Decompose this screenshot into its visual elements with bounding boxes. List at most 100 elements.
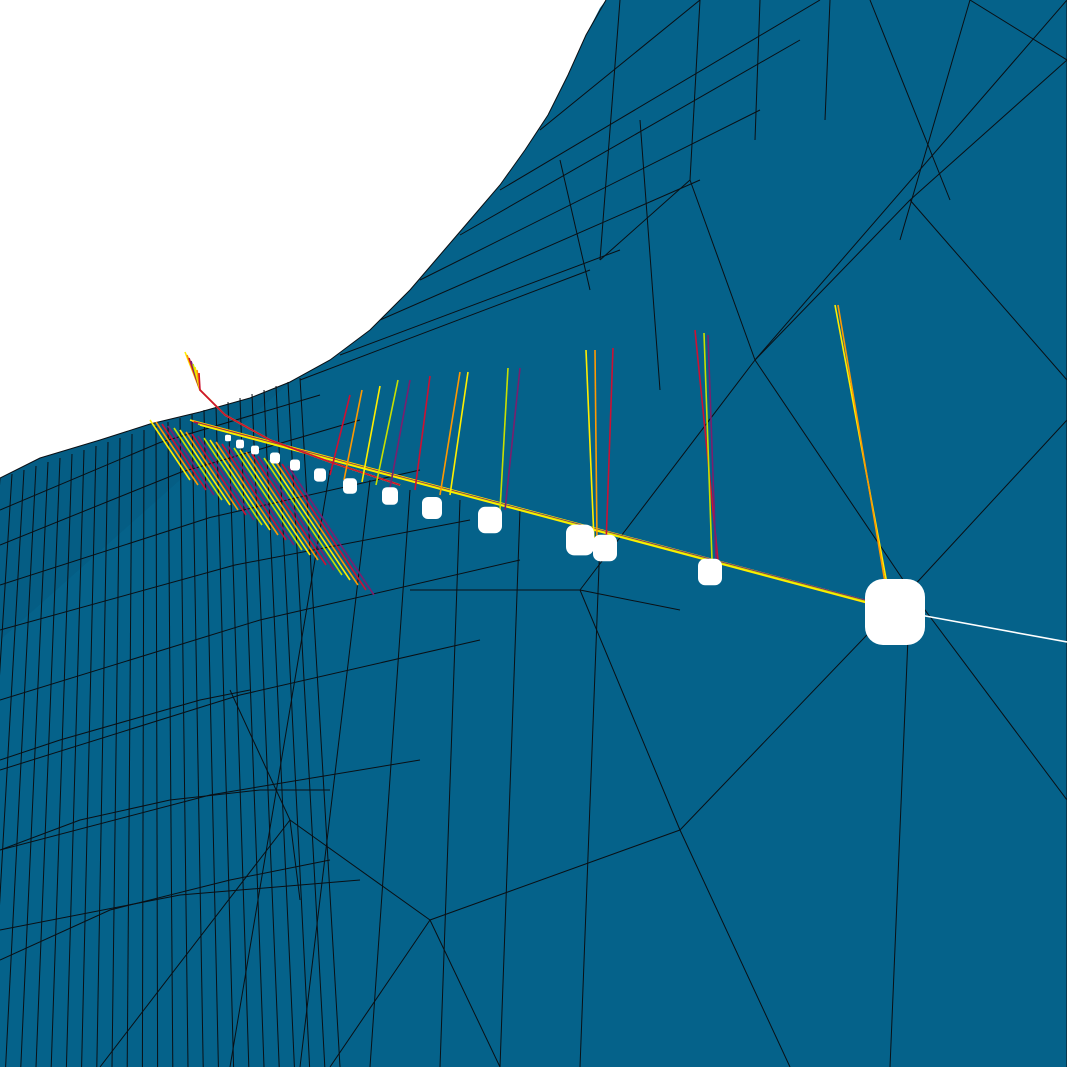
ray (287, 465, 375, 596)
ray (167, 425, 215, 496)
ray (179, 429, 231, 506)
ray (343, 389, 363, 481)
ray (197, 435, 255, 521)
ray (227, 445, 295, 546)
mesh-edge (689, 179, 756, 361)
hit-marker (314, 468, 326, 482)
ray (198, 372, 401, 486)
ray (239, 449, 311, 556)
ray (837, 304, 889, 601)
mesh-edge (141, 429, 145, 1067)
ray (155, 421, 199, 486)
mesh-edge (0, 559, 521, 701)
mesh-edge (126, 433, 133, 1067)
mesh-edge (579, 539, 601, 1067)
mesh-edge (111, 437, 121, 1067)
mesh-edge (909, 59, 1067, 201)
mesh-edge (599, 179, 691, 261)
mesh-edge (429, 829, 681, 921)
mesh-edge (263, 389, 295, 1067)
mesh-edge (251, 393, 280, 1067)
mesh-edge (0, 879, 361, 931)
hit-marker (251, 445, 259, 455)
ray (389, 379, 411, 489)
mesh-edge (229, 469, 331, 1067)
mesh-edge (0, 419, 361, 546)
mesh-edge (0, 689, 251, 761)
mesh-edge (99, 819, 291, 1067)
mesh-edge (0, 859, 331, 961)
ray (191, 433, 247, 516)
mesh-edge (20, 461, 49, 1067)
probe-line (919, 614, 1067, 643)
ray (449, 371, 469, 496)
hit-marker (478, 506, 502, 534)
mesh-edge (329, 919, 431, 1067)
ray-bundle (149, 304, 891, 606)
mesh-edge (599, 0, 621, 261)
mesh-edge (969, 0, 1067, 61)
hit-marker (566, 524, 594, 556)
ray (414, 375, 431, 491)
ray (504, 367, 521, 511)
mesh-edge (179, 417, 189, 1067)
ray (361, 385, 381, 483)
ray (594, 349, 598, 541)
ray (269, 459, 351, 581)
mesh-edge (639, 119, 661, 391)
ray (209, 439, 271, 531)
mesh-edge (35, 457, 61, 1067)
hit-marker (382, 487, 398, 505)
ray (203, 437, 263, 526)
ray (439, 371, 461, 496)
ray (703, 332, 713, 561)
mesh-edge (889, 589, 911, 1067)
hit-marker (865, 579, 925, 645)
ray (221, 443, 287, 541)
mesh-edge (96, 441, 109, 1067)
mesh-edge (679, 829, 791, 1067)
ray (329, 394, 351, 476)
mesh-edge (0, 639, 481, 771)
mesh-edge (429, 919, 501, 1067)
mesh-edge (0, 473, 13, 676)
mesh-edge (155, 425, 159, 1067)
ray (707, 334, 717, 561)
mesh-edge (339, 249, 621, 356)
mesh-edge (0, 789, 330, 851)
mesh-edge (754, 199, 911, 361)
ray (257, 455, 335, 571)
mesh-edge (899, 0, 971, 241)
mesh-edge (0, 0, 607, 479)
ray (185, 431, 239, 511)
ray (251, 453, 327, 566)
mesh-edge (5, 465, 37, 1067)
mesh-edge (754, 359, 911, 591)
mesh-edge (167, 421, 174, 1067)
ray (585, 349, 595, 541)
mesh-edge (215, 405, 235, 1067)
mesh-edge (369, 489, 411, 1067)
mesh-edge (539, 0, 701, 131)
mesh-edge (689, 0, 701, 181)
hit-marker (290, 459, 300, 471)
ray (275, 461, 359, 586)
ray (161, 423, 207, 491)
mesh-edge (0, 469, 25, 906)
ray (375, 379, 399, 486)
mesh-edge (869, 0, 951, 201)
mesh-edge (229, 689, 301, 901)
hit-marker (270, 452, 280, 464)
hit-marker (343, 478, 357, 494)
ray (233, 447, 303, 551)
ray (499, 367, 509, 511)
mesh-edge (203, 409, 219, 1067)
mesh-edge (0, 759, 421, 851)
hit-marker (593, 534, 617, 562)
ray (263, 457, 343, 576)
mesh-edge (410, 589, 681, 611)
